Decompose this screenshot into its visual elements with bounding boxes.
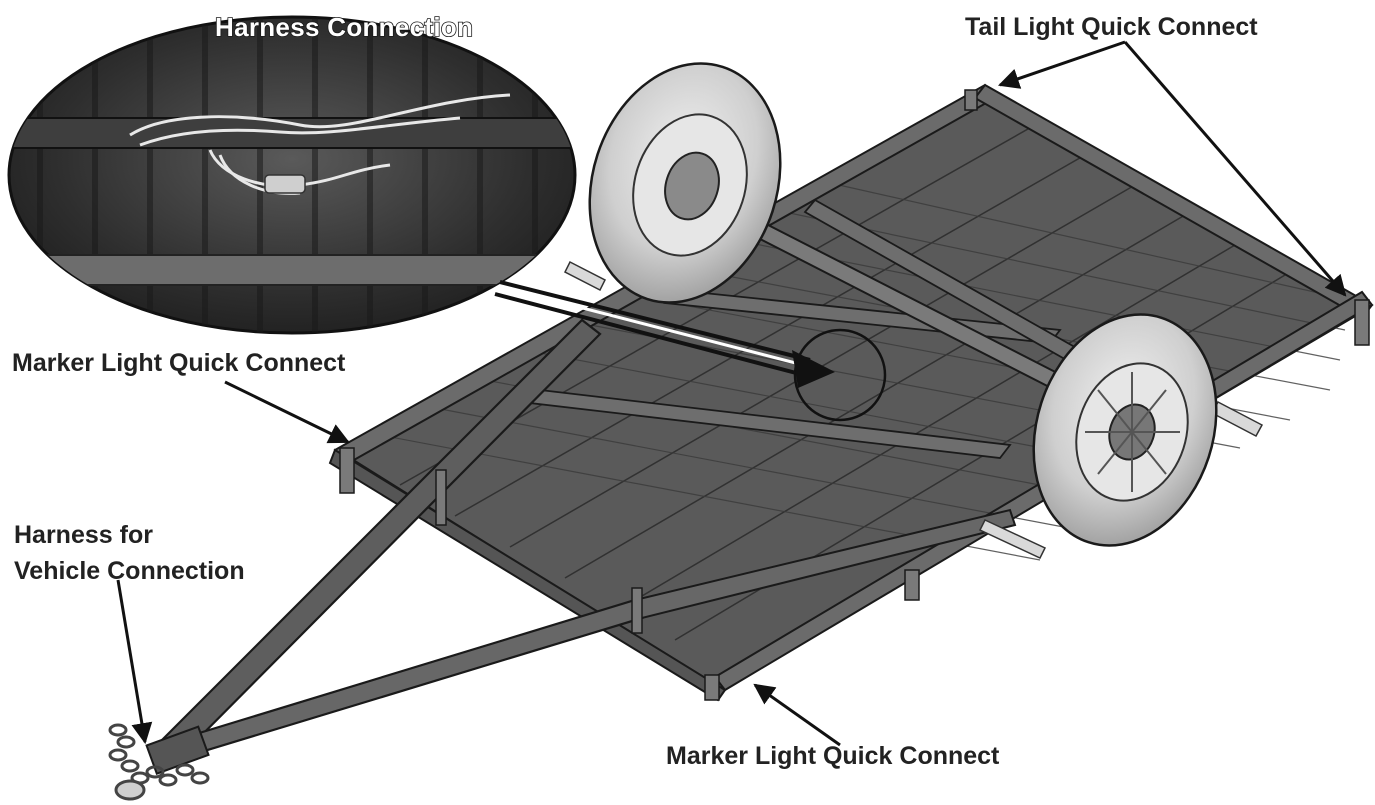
spring-pins <box>563 260 1264 559</box>
harness-for-vehicle-connection-label: Harness for Vehicle Connection <box>14 517 334 589</box>
marker-light-quick-connect-bottom-label: Marker Light Quick Connect <box>666 742 1000 770</box>
side-posts <box>339 89 1370 701</box>
tail-light-quick-connect-label: Tail Light Quick Connect <box>965 13 1258 41</box>
harness-photo-inset <box>7 15 577 335</box>
harness-for-vehicle-line1: Harness for <box>14 521 153 549</box>
trailer-tongue <box>145 318 1017 775</box>
marker-light-quick-connect-left-label: Marker Light Quick Connect <box>12 349 346 377</box>
safety-chain <box>108 723 210 801</box>
harness-for-vehicle-line2: Vehicle Connection <box>14 557 245 585</box>
rear-wheel <box>588 62 782 304</box>
harness-location-circle <box>793 328 887 422</box>
front-wheel <box>1032 313 1218 547</box>
callout-arrows <box>116 40 1347 747</box>
harness-connection-label: Harness Connection <box>214 11 474 43</box>
